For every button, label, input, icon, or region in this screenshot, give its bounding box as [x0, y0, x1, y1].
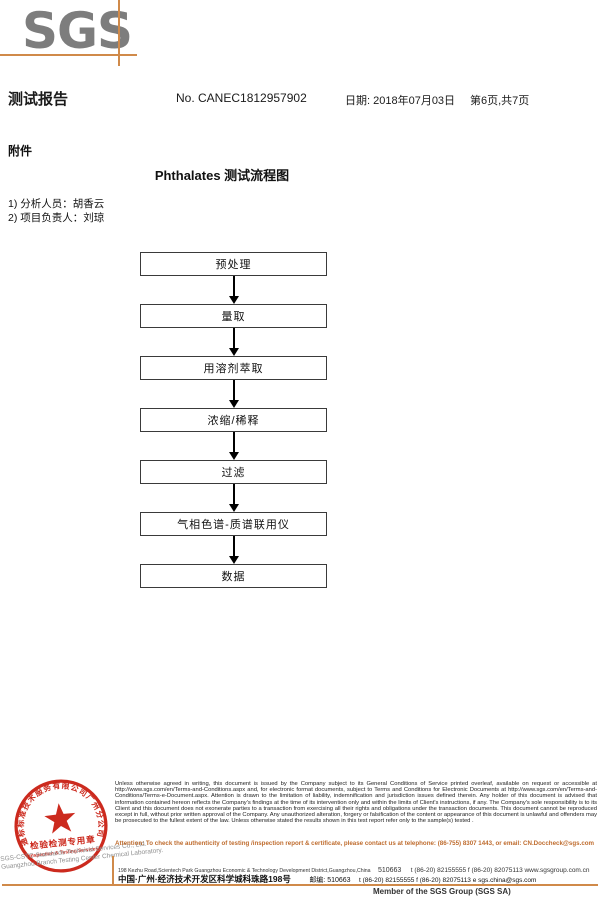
footer-rule [2, 884, 598, 886]
sgs-member-note: Member of the SGS Group (SGS SA) [373, 887, 511, 896]
address-cn-text: 中国·广州·经济技术开发区科学城科珠路198号 [118, 874, 291, 884]
page-indicator: 第6页,共7页 [470, 95, 530, 107]
arrow-down-icon [228, 276, 239, 304]
authenticity-attention-note: Attention: To check the authenticity of … [115, 840, 595, 847]
flow-step-box: 气相色谱-质谱联用仪 [140, 512, 327, 536]
document-title: 测试报告 [8, 91, 69, 108]
star-icon [44, 803, 76, 834]
flow-step-box: 数据 [140, 564, 327, 588]
postal-code-en: 510663 [377, 867, 402, 874]
test-flowchart: 预处理 量取 用溶剂萃取 浓缩/稀释 过滤 气相色谱-质谱联用仪 数据 [140, 252, 327, 588]
report-number: No. CANEC1812957902 [176, 91, 307, 105]
personnel-list: 1) 分析人员：胡香云 2) 项目负责人：刘琼 [8, 197, 104, 225]
report-date: 日期: 2018年07月03日 [345, 95, 456, 107]
arrow-down-icon [228, 484, 239, 512]
address-line-en: 198 Kezhu Road,Scientech Park Guangzhou … [118, 859, 598, 877]
address-line-cn: 中国·广州·经济技术开发区科学城科珠路198号 邮编: 510663 t (86… [118, 869, 598, 887]
personnel-project-leader: 2) 项目负责人：刘琼 [8, 212, 105, 224]
flow-step-box: 过滤 [140, 460, 327, 484]
arrow-down-icon [228, 536, 239, 564]
contacts-en: t (86-20) 82155555 f (86-20) 82075113 ww… [410, 867, 590, 874]
arrow-down-icon [228, 432, 239, 460]
postal-code-cn: 邮编: 510663 [309, 877, 351, 884]
terms-disclaimer: Unless otherwise agreed in writing, this… [115, 781, 597, 825]
address-divider-rule [112, 856, 114, 885]
personnel-analyst: 1) 分析人员：胡香云 [8, 198, 105, 210]
flowchart-title: Phthalates 测试流程图 [154, 168, 290, 183]
sgs-logo: SGS [22, 2, 133, 60]
flow-step-box: 预处理 [140, 252, 327, 276]
address-en-text: 198 Kezhu Road,Scientech Park Guangzhou … [118, 868, 371, 874]
attachment-label: 附件 [8, 144, 33, 158]
arrow-down-icon [228, 328, 239, 356]
inspection-stamp-icon: 通标标准技术服务有限公司广州分公司 检验检测专用章 Inspection & T… [11, 776, 108, 873]
logo-vertical-rule [118, 0, 120, 66]
arrow-down-icon [228, 380, 239, 408]
flow-step-box: 量取 [140, 304, 327, 328]
logo-horizontal-rule [0, 54, 137, 56]
flow-step-box: 浓缩/稀释 [140, 408, 327, 432]
flow-step-box: 用溶剂萃取 [140, 356, 327, 380]
contacts-cn: t (86-20) 82155555 f (86-20) 82075113 e … [359, 877, 537, 884]
